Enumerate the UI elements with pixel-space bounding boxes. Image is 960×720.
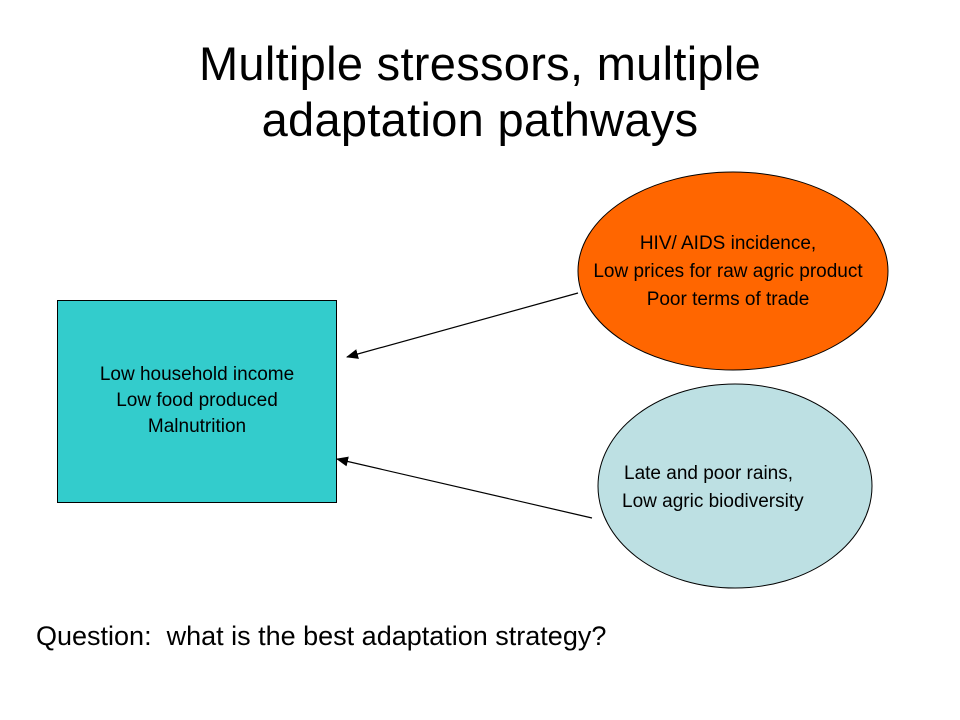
- arrow-climate-to-household: [336, 456, 593, 519]
- slide-title: Multiple stressors, multiple adaptation …: [0, 36, 960, 148]
- stressor-climate-line: Low agric biodiversity: [622, 491, 804, 512]
- household-impacts-text: Low household income Low food produced M…: [57, 362, 337, 440]
- title-line-2: adaptation pathways: [261, 93, 699, 146]
- stressor-economic-ellipse: [577, 171, 889, 371]
- household-impact-line: Malnutrition: [147, 416, 247, 437]
- title-line-1: Multiple stressors, multiple: [198, 37, 762, 90]
- stressor-economic-line: HIV/ AIDS incidence,: [639, 233, 817, 254]
- stressor-economic-line: Low prices for raw agric product: [593, 261, 863, 282]
- stressor-economic-text: HIV/ AIDS incidence, Low prices for raw …: [548, 230, 908, 314]
- arrow-economic-to-household: [346, 292, 579, 359]
- stressor-climate-text: Late and poor rains, Low agric biodivers…: [612, 460, 862, 516]
- stressor-climate-ellipse: [597, 383, 873, 589]
- stressor-economic-line: Poor terms of trade: [646, 289, 810, 310]
- household-impact-line: Low food produced: [116, 390, 278, 411]
- stressor-climate-line: Late and poor rains,: [624, 463, 794, 484]
- household-impact-line: Low household income: [99, 364, 295, 385]
- question-text: Question: what is the best adaptation st…: [36, 621, 607, 651]
- household-impacts-box: [57, 300, 337, 503]
